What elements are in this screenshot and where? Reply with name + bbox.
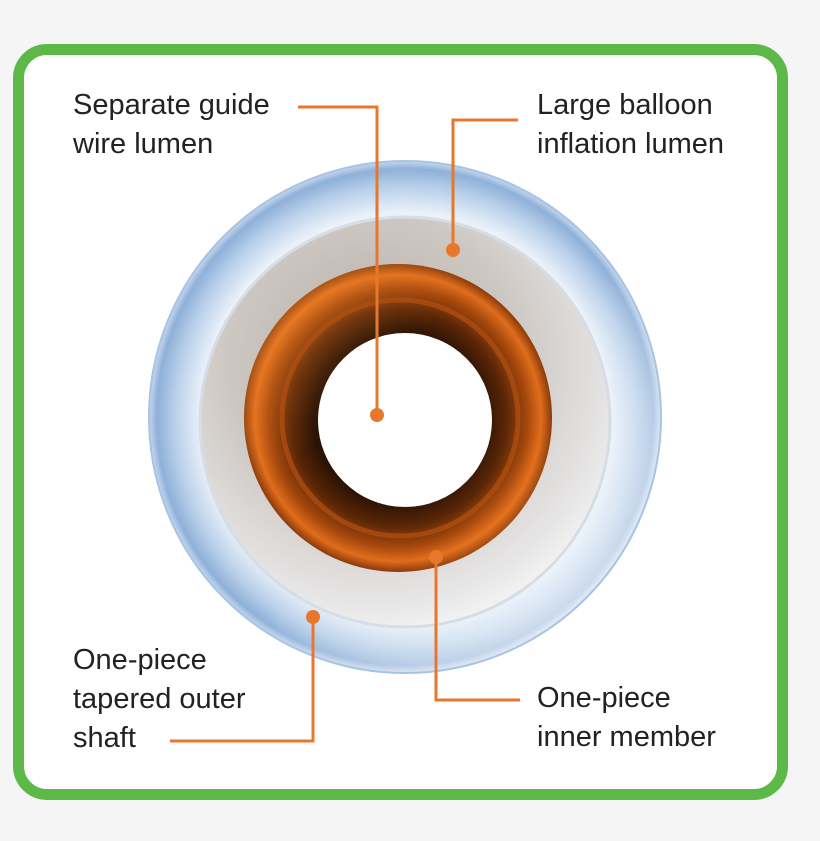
inflation-lumen-rim xyxy=(198,215,612,629)
guide-wire-lumen xyxy=(318,333,492,507)
label-line: inner member xyxy=(537,721,716,753)
label-line: One-piece xyxy=(537,682,671,714)
label-line: tapered outer xyxy=(73,683,246,715)
leader-dot-balloon xyxy=(446,243,460,257)
leader-line-outer-shaft xyxy=(170,617,315,743)
label-line: shaft xyxy=(73,722,136,754)
leader-dot-outer-shaft xyxy=(306,610,320,624)
label-line: Separate guide xyxy=(73,89,270,121)
label-line: Large balloon xyxy=(537,89,713,121)
leader-line-balloon xyxy=(451,118,518,250)
leader-line-inner-member xyxy=(434,557,520,702)
label-outer-shaft: One-piece tapered outer shaft xyxy=(73,641,246,758)
label-inner-member: One-piece inner member xyxy=(537,679,716,757)
leader-dot-guide-wire xyxy=(370,408,384,422)
label-line: inflation lumen xyxy=(537,128,724,160)
label-balloon-inflation-lumen: Large balloon inflation lumen xyxy=(537,86,724,164)
leader-line-guide-wire xyxy=(298,105,379,415)
inner-member-inner-ring xyxy=(279,297,521,539)
label-line: One-piece xyxy=(73,644,207,676)
leader-dot-inner-member xyxy=(429,550,443,564)
outer-shaft-rim xyxy=(148,160,662,674)
label-line: wire lumen xyxy=(73,128,214,160)
label-guide-wire-lumen: Separate guide wire lumen xyxy=(73,86,270,164)
